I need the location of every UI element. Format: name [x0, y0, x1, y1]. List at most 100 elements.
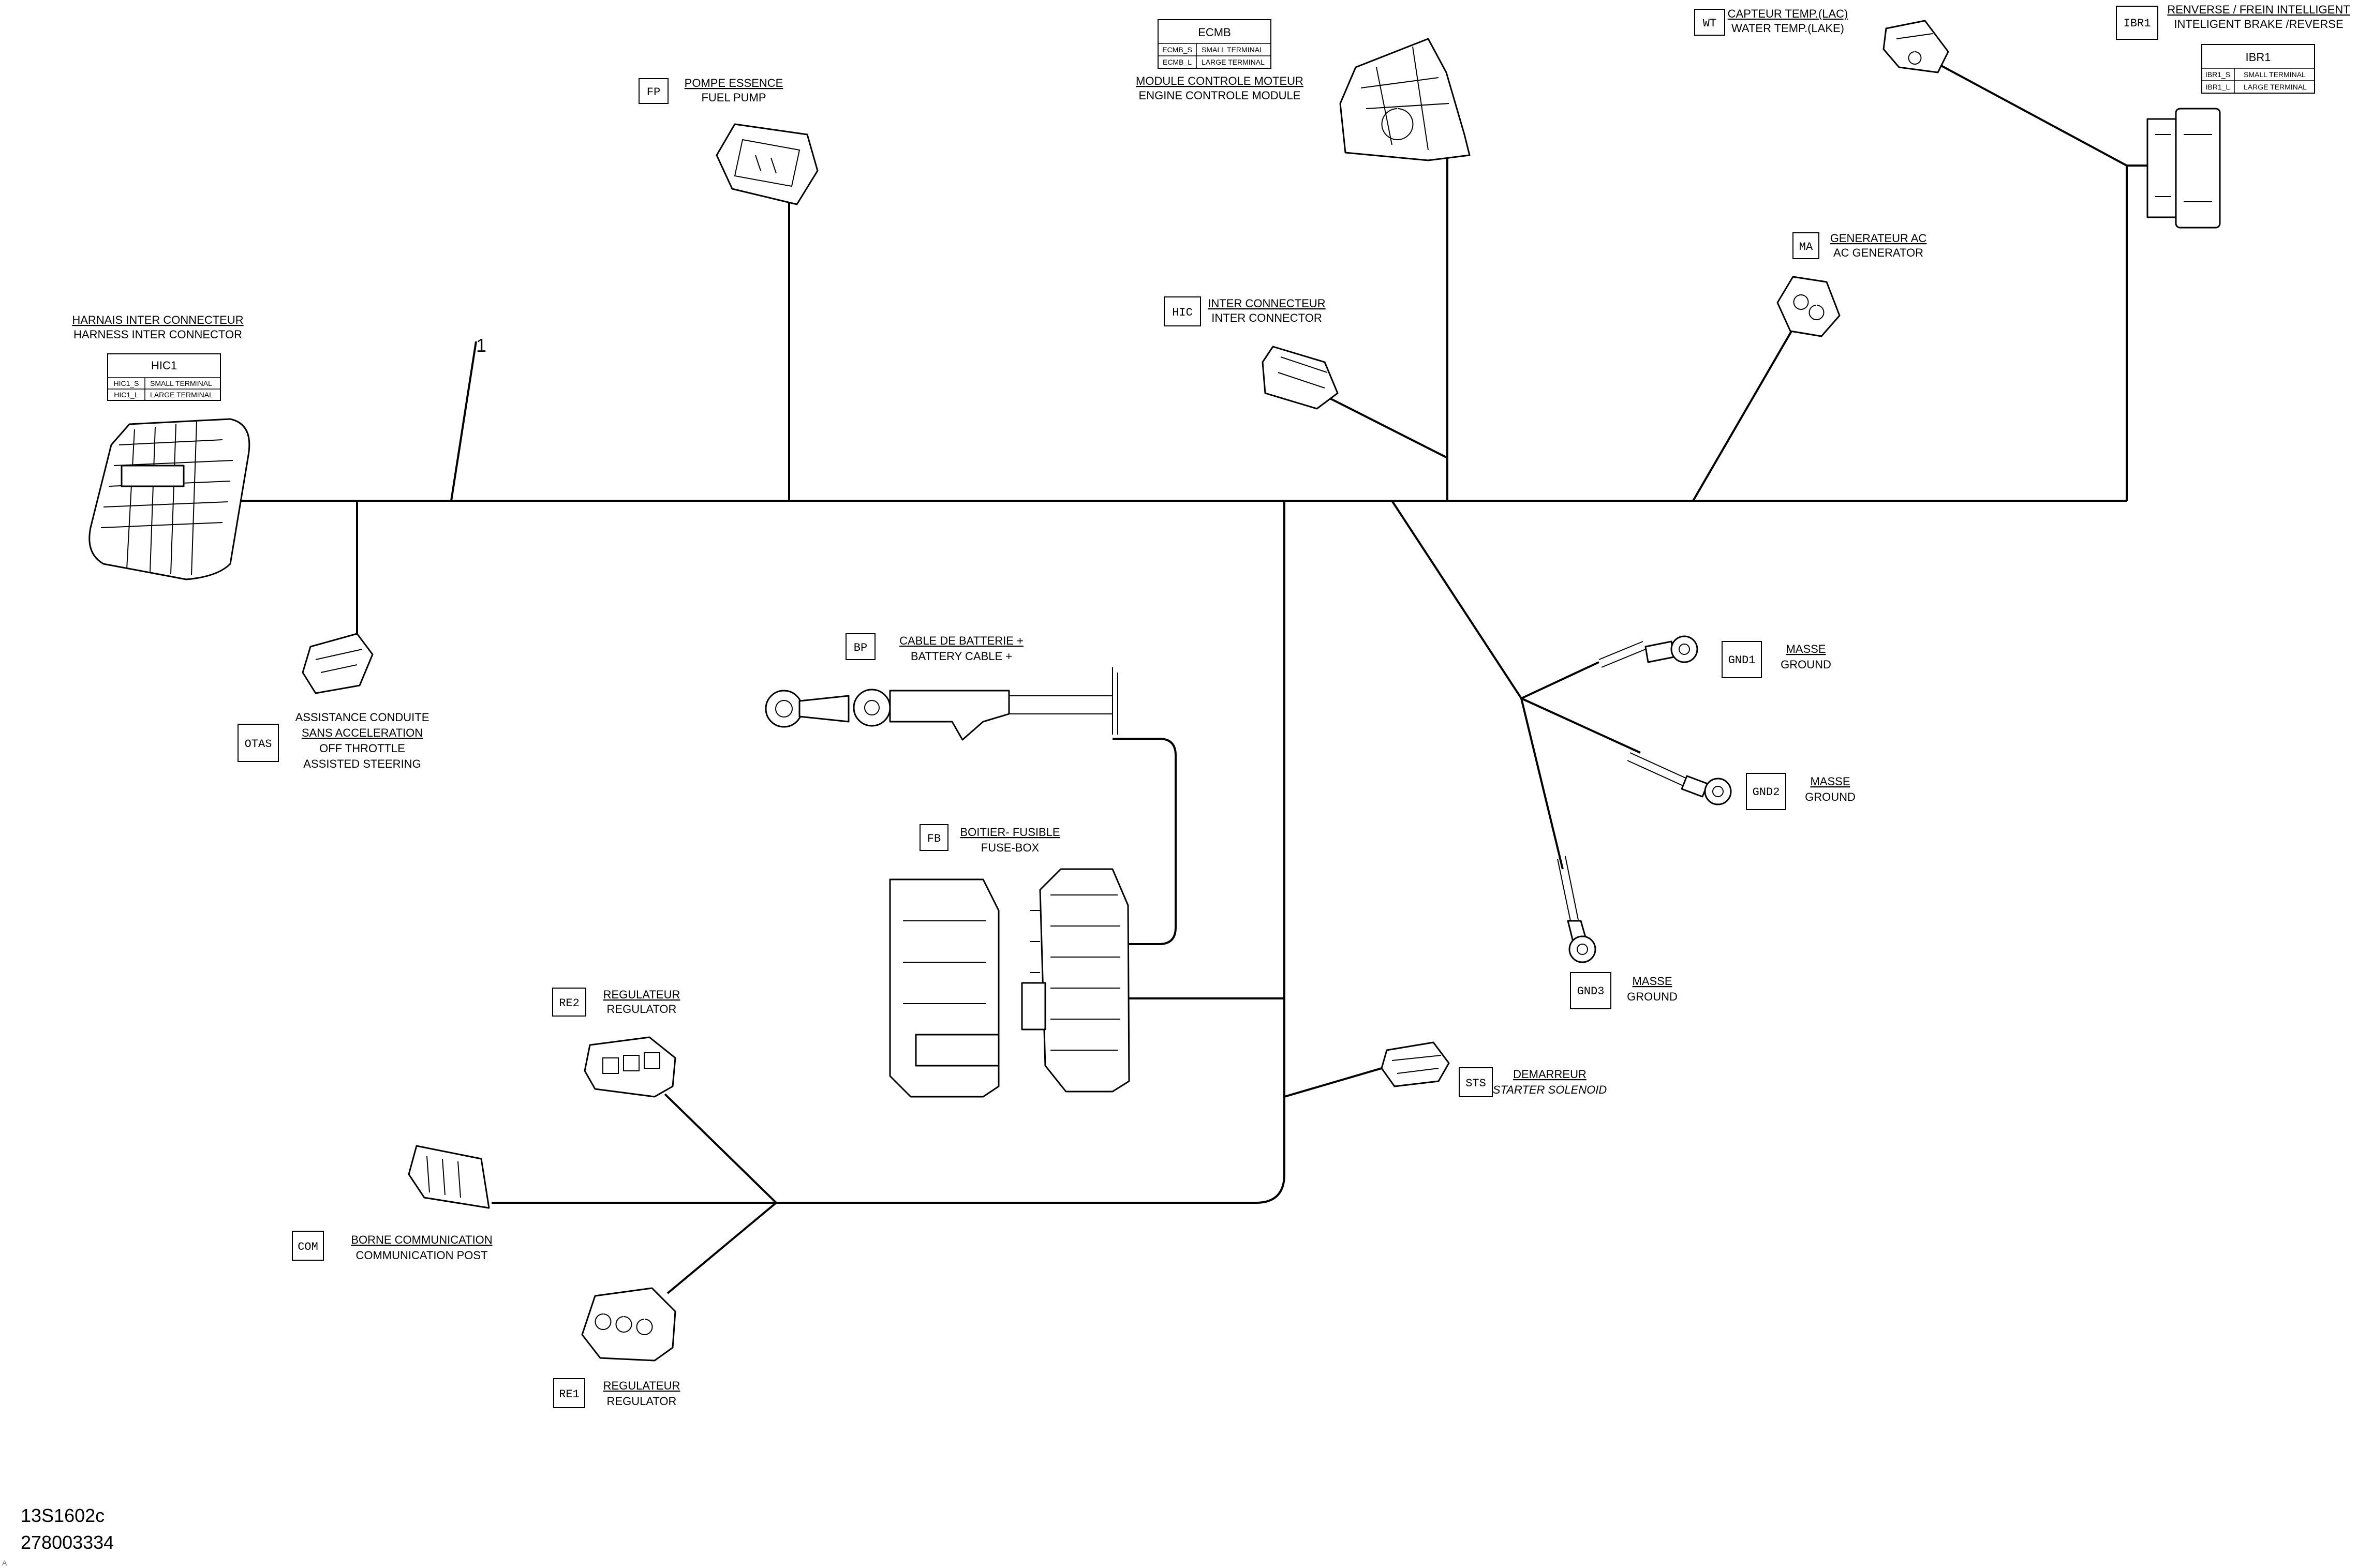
- fp-label: FP POMPE ESSENCE FUEL PUMP: [639, 77, 783, 104]
- ibr1-table-title: IBR1: [2246, 51, 2271, 64]
- sts-label-fr: DEMARREUR: [1513, 1068, 1587, 1081]
- battery-cable: [765, 667, 1118, 741]
- hic1-table-title: HIC1: [151, 359, 177, 372]
- communication-post-connector: [408, 1145, 490, 1209]
- fb-tag: FB: [927, 832, 941, 845]
- ecmb-table-title: ECMB: [1198, 26, 1231, 39]
- starter-solenoid-connector: [1381, 1041, 1450, 1087]
- bp-label-fr: CABLE DE BATTERIE +: [899, 634, 1024, 647]
- ground-3-ring: [1557, 856, 1596, 963]
- lower-trunk-wire: [492, 501, 1285, 1204]
- engine-control-module: [1339, 38, 1471, 161]
- ibr1-label-en: INTELIGENT BRAKE /REVERSE: [2174, 18, 2343, 31]
- hic1-row1-code: HIC1_S: [113, 379, 139, 387]
- com-label: COM BORNE COMMUNICATION COMMUNICATION PO…: [292, 1231, 493, 1262]
- starter-branch-wire: [1284, 1067, 1382, 1098]
- battery-fuse-wire: [1113, 738, 1177, 945]
- ibr1-label-fr: RENVERSE / FREIN INTELLIGENT: [2167, 3, 2350, 16]
- otas-label-fr2: SANS ACCELERATION: [302, 726, 423, 739]
- bp-label: BP CABLE DE BATTERIE + BATTERY CABLE +: [846, 633, 1024, 663]
- hic-label: HIC INTER CONNECTEUR INTER CONNECTOR: [1164, 296, 1326, 326]
- wt-label-fr: CAPTEUR TEMP.(LAC): [1728, 7, 1848, 20]
- gnd1-tag: GND1: [1728, 654, 1756, 667]
- fp-tag: FP: [647, 86, 660, 99]
- gnd3-wire: [1520, 698, 1564, 870]
- sts-label-en: STARTER SOLENOID: [1493, 1083, 1607, 1096]
- ma-label-fr: GENERATEUR AC: [1830, 232, 1927, 245]
- ecmb-row2-code: ECMB_L: [1163, 58, 1192, 66]
- harness-wires: [228, 56, 2147, 1294]
- wt-label-en: WATER TEMP.(LAKE): [1731, 22, 1844, 35]
- otas-label-fr1: ASSISTANCE CONDUITE: [295, 711, 429, 724]
- otas-label-en1: OFF THROTTLE: [319, 742, 405, 755]
- hic-label-en: INTER CONNECTOR: [1211, 311, 1322, 324]
- otas-connector: [302, 633, 374, 694]
- ma-label-en: AC GENERATOR: [1833, 246, 1923, 259]
- fp-label-en: FUEL PUMP: [701, 91, 766, 104]
- ma-tag: MA: [1799, 241, 1813, 253]
- harness-inter-connector-hic1: [88, 418, 250, 580]
- com-label-fr: BORNE COMMUNICATION: [351, 1233, 492, 1246]
- wt-branch-wire: [1924, 56, 2127, 167]
- re1-label-fr: REGULATEUR: [603, 1379, 680, 1392]
- re2-label-en: REGULATOR: [607, 1003, 677, 1016]
- drawing-number: 278003334: [21, 1532, 114, 1553]
- gnd2-label-fr: MASSE: [1810, 775, 1850, 788]
- ground-2-ring: [1627, 752, 1732, 805]
- gnd3-label-en: GROUND: [1627, 990, 1678, 1003]
- gnd3-label: GND3 MASSE GROUND: [1570, 972, 1678, 1009]
- re1-tag: RE1: [559, 1388, 580, 1401]
- gnd2-wire: [1521, 697, 1641, 754]
- gnd1-label-fr: MASSE: [1786, 643, 1826, 655]
- hic-tag: HIC: [1172, 306, 1193, 319]
- ma-label: MA GENERATEUR AC AC GENERATOR: [1792, 232, 1927, 259]
- hic1-row2-code: HIC1_L: [114, 391, 139, 399]
- corner-mark: A: [2, 1559, 7, 1567]
- fb-label-fr: BOITIER- FUSIBLE: [960, 826, 1060, 839]
- otas-label-en2: ASSISTED STEERING: [303, 757, 421, 770]
- ibr1-row1-desc: SMALL TERMINAL: [2244, 70, 2306, 79]
- inter-connector-hic: [1262, 346, 1339, 410]
- branch-callout-number: 1: [476, 335, 486, 356]
- gnd3-tag: GND3: [1577, 985, 1605, 998]
- gnd1-label: GND1 MASSE GROUND: [1722, 641, 1831, 678]
- gnd2-label: GND2 MASSE GROUND: [1746, 773, 1856, 810]
- fp-label-fr: POMPE ESSENCE: [685, 77, 783, 89]
- otas-tag: OTAS: [245, 738, 272, 751]
- bp-label-en: BATTERY CABLE +: [911, 650, 1012, 663]
- ibr1-row2-code: IBR1_L: [2206, 83, 2230, 91]
- re2-branch-wire: [664, 1093, 777, 1204]
- hic-branch-wire: [1329, 397, 1448, 459]
- wt-tag: WT: [1703, 17, 1716, 30]
- ibr1-row2-desc: LARGE TERMINAL: [2244, 83, 2307, 91]
- sts-label: STS DEMARREUR STARTER SOLENOID: [1459, 1067, 1607, 1097]
- re2-tag: RE2: [559, 997, 580, 1010]
- ibr1-label: IBR1 RENVERSE / FREIN INTELLIGENT INTELI…: [2116, 3, 2350, 94]
- fb-label: FB BOITIER- FUSIBLE FUSE-BOX: [920, 824, 1060, 854]
- regulator-re2-connector: [584, 1036, 676, 1098]
- gnd1-wire: [1391, 500, 1599, 700]
- gnd1-label-en: GROUND: [1781, 658, 1831, 671]
- re1-label: RE1 REGULATEUR REGULATOR: [553, 1378, 680, 1408]
- ground-1-ring: [1598, 635, 1698, 668]
- ecmb-label: ECMB ECMB_S SMALL TERMINAL ECMB_L LARGE …: [1136, 19, 1303, 102]
- ecmb-label-fr: MODULE CONTROLE MOTEUR: [1136, 74, 1303, 87]
- ibr1-row1-code: IBR1_S: [2205, 70, 2230, 79]
- gnd2-tag: GND2: [1753, 786, 1780, 799]
- hic1-label-fr: HARNAIS INTER CONNECTEUR: [72, 313, 243, 326]
- intelligent-brake-reverse-connector: [2146, 108, 2221, 229]
- regulator-re1-connector: [581, 1287, 676, 1362]
- ibr1-tag: IBR1: [2124, 17, 2151, 30]
- com-label-en: COMMUNICATION POST: [355, 1249, 487, 1262]
- water-temp-connector: [1882, 20, 1949, 73]
- wt-label: WT CAPTEUR TEMP.(LAC) WATER TEMP.(LAKE): [1694, 7, 1848, 36]
- hic1-label: HARNAIS INTER CONNECTEUR HARNESS INTER C…: [72, 313, 244, 401]
- callout-1-leader: [450, 341, 477, 501]
- hic1-row2-desc: LARGE TERMINAL: [150, 391, 213, 399]
- ecmb-label-en: ENGINE CONTROLE MODULE: [1139, 89, 1301, 102]
- gnd2-label-en: GROUND: [1805, 790, 1856, 803]
- ma-branch-wire: [1692, 325, 1796, 502]
- re2-label: RE2 REGULATEUR REGULATOR: [552, 988, 680, 1017]
- ecmb-row1-desc: SMALL TERMINAL: [1202, 46, 1264, 54]
